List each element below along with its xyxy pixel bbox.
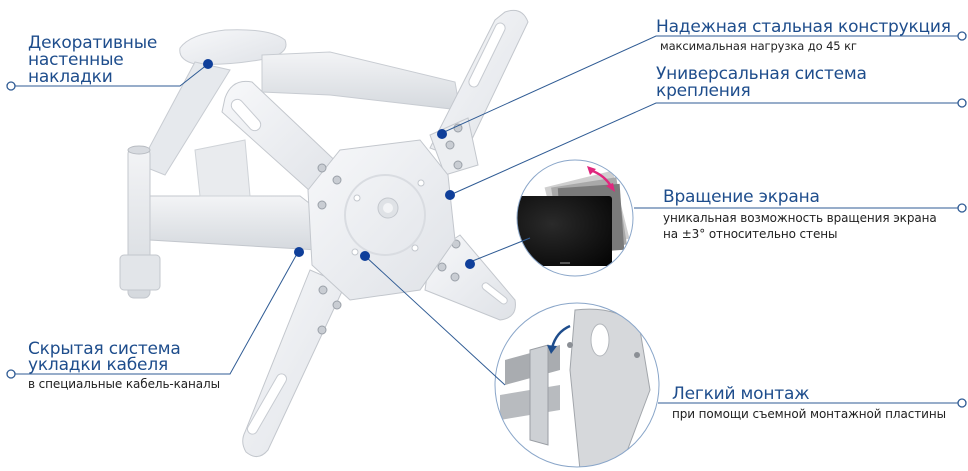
circle-marker-icon bbox=[957, 31, 967, 41]
lower-right-arm bbox=[424, 234, 516, 321]
dot-decor-icon bbox=[203, 59, 213, 69]
circle-marker-icon bbox=[957, 98, 967, 108]
circle-marker-icon bbox=[6, 81, 16, 91]
decor-title-line1: Декоративные bbox=[28, 33, 158, 53]
circle-marker-icon bbox=[957, 398, 967, 408]
tv-rotation-inset bbox=[516, 159, 634, 277]
dot-rotation-icon bbox=[465, 259, 475, 269]
wall-arm bbox=[119, 29, 461, 299]
callout-lines bbox=[14, 35, 960, 404]
cable-title-line2: укладки кабеля bbox=[28, 355, 169, 375]
circle-marker-icon bbox=[6, 369, 16, 379]
lower-left-arm bbox=[242, 269, 346, 457]
mounting-plate-inset bbox=[494, 302, 660, 468]
mount-title: Легкий монтаж bbox=[672, 384, 810, 404]
fold-arrow-icon bbox=[550, 324, 571, 349]
universal-title-line1: Универсальная система bbox=[656, 64, 867, 84]
central-plate bbox=[307, 139, 456, 301]
decor-title-line2: настенные bbox=[28, 50, 124, 70]
decor-title-line3: накладки bbox=[28, 67, 113, 87]
universal-title-line2: крепления bbox=[656, 81, 751, 101]
cable-subtitle: в специальные кабель-каналы bbox=[28, 377, 220, 391]
rotation-subtitle-line1: уникальная возможность вращения экрана bbox=[663, 211, 937, 225]
cable-title-line1: Скрытая система bbox=[28, 339, 181, 359]
mount-subtitle: при помощи съемной монтажной пластины bbox=[672, 407, 946, 421]
circle-marker-icon bbox=[957, 203, 967, 213]
dot-mount-icon bbox=[360, 251, 370, 261]
rotation-subtitle-line2: на ±3° относительно стены bbox=[663, 227, 838, 241]
dot-universal-icon bbox=[445, 190, 455, 200]
dot-steel-icon bbox=[437, 129, 447, 139]
steel-subtitle: максимальная нагрузка до 45 кг bbox=[660, 39, 857, 53]
steel-title: Надежная стальная конструкция bbox=[656, 17, 951, 37]
rotation-title: Вращение экрана bbox=[663, 187, 820, 207]
dot-cable-icon bbox=[294, 247, 304, 257]
